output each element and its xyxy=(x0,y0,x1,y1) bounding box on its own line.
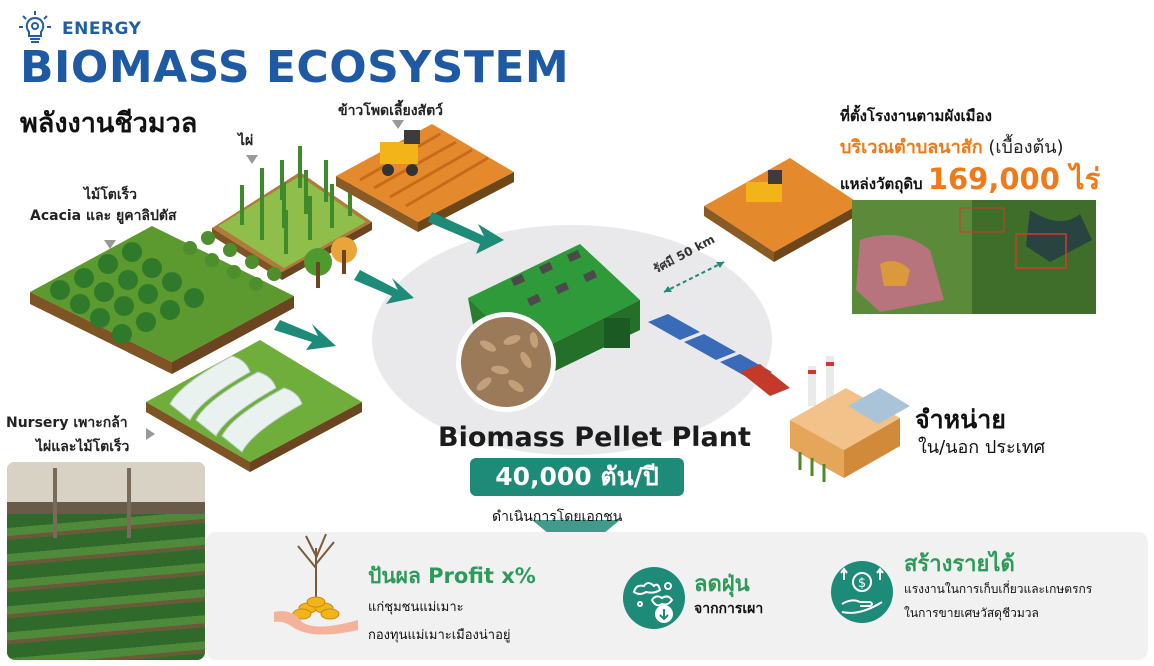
corn-field xyxy=(336,124,514,232)
location-area: บริเวณตำบลนาสัก (เบื้องต้น) xyxy=(840,132,1064,161)
location-title: ที่ตั้งโรงงานตามผังเมือง xyxy=(840,107,992,125)
location-map xyxy=(852,200,1096,314)
benefit-dust-title: ลดฝุ่น xyxy=(694,572,750,597)
bamboo-label: ไผ่ xyxy=(238,133,254,149)
page-title: BIOMASS ECOSYSTEM xyxy=(20,42,570,93)
corn-label: ข้าวโพดเลี้ยงสัตว์ xyxy=(338,103,444,119)
flow-arrows xyxy=(274,212,504,350)
raw-material-area: แหล่งวัตถุดิบ 169,000 ไร่ xyxy=(840,156,1100,202)
fast-trees-species: Acacia และ ยูคาลิปตัส xyxy=(30,208,177,224)
sales-title: จำหน่าย xyxy=(915,405,1006,434)
svg-text:$: $ xyxy=(858,576,866,591)
benefit-income-title: สร้างรายได้ xyxy=(904,552,1015,577)
benefit-income-line1: แรงงานในการเก็บเกี่ยวและเกษตรกร xyxy=(904,582,1093,596)
tree-plantation xyxy=(30,226,294,374)
benefit-dust-line1: จากการเผา xyxy=(694,601,764,617)
bamboo-field xyxy=(212,146,372,288)
nursery-pointer xyxy=(146,428,155,440)
benefit-income-line2: ในการขายเศษวัสดุชีวมวล xyxy=(904,606,1039,620)
corn-pointer xyxy=(392,120,404,129)
lightbulb-gear-icon xyxy=(18,10,52,44)
money-hands-icon xyxy=(268,528,364,638)
nursery-photo xyxy=(7,462,205,660)
page-subtitle: พลังงานชีวมวล xyxy=(20,108,198,139)
nursery-greenhouses xyxy=(146,340,362,472)
train xyxy=(648,314,790,396)
nursery-label: Nursery เพาะกล้า xyxy=(6,415,128,431)
raw-material-label: แหล่งวัตถุดิบ xyxy=(840,175,928,193)
factory xyxy=(790,356,910,482)
kicker: ENERGY xyxy=(62,19,142,39)
location-subdistrict: บริเวณตำบลนาสัก xyxy=(840,137,983,158)
operator-label: ดำเนินการโดยเอกชน xyxy=(492,509,623,525)
location-note: (เบื้องต้น) xyxy=(982,137,1064,158)
dust-icon xyxy=(622,566,686,630)
sales-subtitle: ใน/นอก ประเทศ xyxy=(918,437,1046,458)
benefit-profit-line1: แก่ชุมชนแม่เมาะ xyxy=(368,600,464,615)
capacity-badge: 40,000 ตัน/ปี xyxy=(470,458,684,496)
pellet-plant-building xyxy=(456,244,640,412)
plant-name: Biomass Pellet Plant xyxy=(438,422,751,453)
right-corn-field xyxy=(704,158,860,262)
nursery-sub-label: ไผ่และไม้โตเร็ว xyxy=(36,439,130,455)
fast-trees-pointer xyxy=(104,240,116,249)
bamboo-pointer xyxy=(246,155,258,164)
raw-material-value: 169,000 ไร่ xyxy=(927,162,1101,196)
benefit-profit-line2: กองทุนแม่เมาะเมืองน่าอยู่ xyxy=(368,628,511,643)
benefit-profit-title: ปันผล Profit x% xyxy=(368,564,536,588)
income-hand-icon: $ xyxy=(830,560,894,624)
fast-trees-label: ไม้โตเร็ว xyxy=(84,187,138,203)
